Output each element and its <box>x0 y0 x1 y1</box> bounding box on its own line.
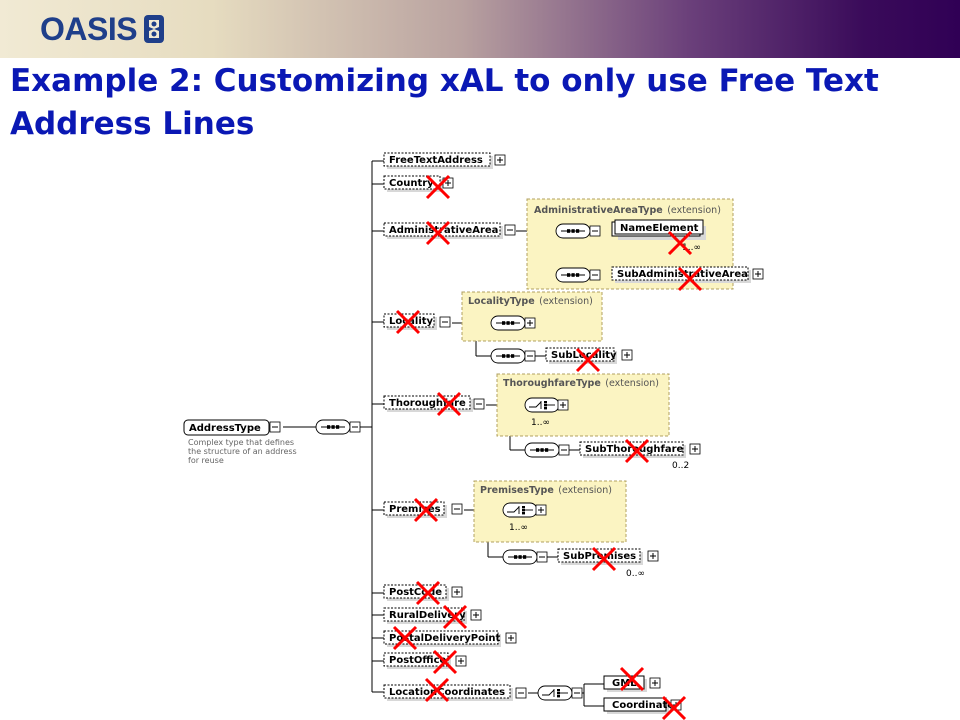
svg-text:1..∞: 1..∞ <box>531 418 550 428</box>
slide-title: Example 2: Customizing xAL to only use F… <box>10 63 879 142</box>
element-administrative-area[interactable]: AdministrativeArea <box>383 222 516 239</box>
premises-sub-sequence-icon <box>502 549 548 565</box>
element-coordinates[interactable]: Coordinates <box>603 697 682 714</box>
svg-text:LocalityType (extension): LocalityType (extension) <box>468 291 593 308</box>
logo-text: OASIS <box>40 11 138 47</box>
header-banner: OASIS <box>0 0 960 58</box>
element-free-text-address[interactable]: FreeTextAddress <box>383 152 506 169</box>
svg-text:Locality: Locality <box>389 316 434 327</box>
premises-type-box: PremisesType (extension) <box>473 480 627 543</box>
svg-text:the structure of an address: the structure of an address <box>188 447 297 456</box>
element-post-office[interactable]: PostOffice <box>383 652 467 669</box>
svg-text:for reuse: for reuse <box>188 456 224 465</box>
svg-text:0..∞: 0..∞ <box>626 569 645 579</box>
location-choice-icon <box>537 685 583 701</box>
root-sequence-icon <box>315 419 361 435</box>
svg-text:AdministrativeAreaType (extens: AdministrativeAreaType (extension) <box>534 200 721 217</box>
svg-text:GML: GML <box>612 678 637 689</box>
root-documentation: Complex type that defines the structure … <box>188 438 297 465</box>
svg-text:Thoroughfare: Thoroughfare <box>389 398 466 409</box>
premises-choice-icon: 1..∞ <box>502 502 547 533</box>
locality-sequence-icon <box>490 315 536 331</box>
oasis-logo-icon <box>144 15 165 43</box>
svg-text:FreeTextAddress: FreeTextAddress <box>389 155 483 166</box>
svg-text:SubAdministrativeArea: SubAdministrativeArea <box>617 269 748 280</box>
element-locality[interactable]: Locality <box>383 313 451 330</box>
svg-text:Complex type that defines: Complex type that defines <box>188 438 294 447</box>
thoroughfare-type-box: ThoroughfareType (extension) <box>496 373 670 437</box>
admin-sub-sequence-icon <box>555 267 601 283</box>
element-location-coordinates[interactable]: LocationCoordinates <box>383 684 527 701</box>
svg-text:PostOffice: PostOffice <box>389 655 447 666</box>
element-rural-delivery[interactable]: RuralDelivery <box>383 607 482 624</box>
svg-text:ThoroughfareType (extension): ThoroughfareType (extension) <box>503 373 659 390</box>
svg-text:Country: Country <box>389 178 434 189</box>
svg-text:PostCode: PostCode <box>389 587 442 598</box>
locality-sub-sequence-icon <box>490 348 536 364</box>
svg-text:AdministrativeArea: AdministrativeArea <box>389 225 498 236</box>
svg-text:1..∞: 1..∞ <box>682 243 701 253</box>
thoroughfare-sub-sequence-icon <box>524 442 570 458</box>
svg-text:AddressType: AddressType <box>189 423 261 434</box>
svg-text:1..∞: 1..∞ <box>509 523 528 533</box>
element-postal-delivery-point[interactable]: PostalDeliveryPoint <box>383 630 517 647</box>
svg-text:NameElement: NameElement <box>620 223 699 234</box>
oasis-logo: OASIS <box>40 12 165 46</box>
element-name-element[interactable]: NameElement 1..∞ <box>611 219 706 253</box>
svg-text:RuralDelivery: RuralDelivery <box>389 610 466 621</box>
svg-text:Coordinates: Coordinates <box>612 700 680 711</box>
locality-type-box: LocalityType (extension) <box>461 291 603 342</box>
element-thoroughfare[interactable]: Thoroughfare <box>383 395 485 412</box>
svg-text:LocationCoordinates: LocationCoordinates <box>389 687 505 698</box>
svg-text:0..2: 0..2 <box>672 461 689 471</box>
root-address-type[interactable]: AddressType <box>183 419 281 436</box>
svg-text:PostalDeliveryPoint: PostalDeliveryPoint <box>389 633 501 644</box>
admin-sequence-icon <box>555 223 601 239</box>
thoroughfare-choice-icon: 1..∞ <box>524 397 569 428</box>
svg-text:PremisesType (extension): PremisesType (extension) <box>480 480 612 497</box>
element-premises[interactable]: Premises <box>383 501 463 518</box>
svg-text:Premises: Premises <box>389 504 441 515</box>
element-country[interactable]: Country <box>383 175 454 192</box>
